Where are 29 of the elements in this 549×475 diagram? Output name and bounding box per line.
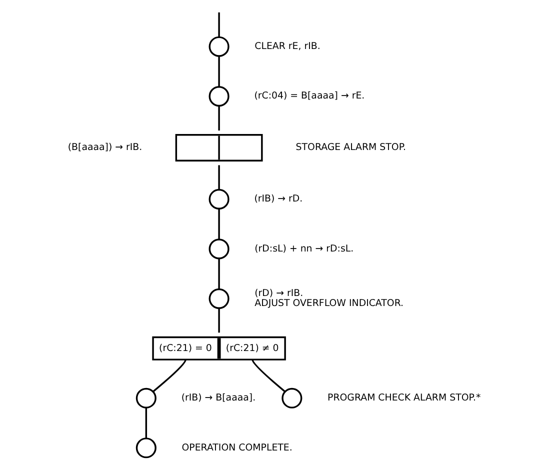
node-label: STORAGE ALARM STOP. [295, 142, 406, 154]
node-label: (rIB) → B[aaaa]. [180, 392, 256, 404]
node-label: (B[aaaa]) → rIB. [67, 142, 142, 154]
node-label: (rIB) → rD. [254, 194, 302, 205]
node-label: (rD:sL) + nn → rD:sL. [254, 243, 354, 254]
node-label: (rC:04) = B[aaaa] → rE. [254, 90, 364, 102]
node-circle [208, 238, 229, 260]
node-circle [135, 438, 156, 458]
connector [218, 258, 220, 289]
node-circle [135, 388, 156, 408]
node-label: OPERATION COMPLETE. [181, 442, 292, 454]
node-circle [208, 288, 229, 309]
connector [144, 408, 147, 438]
connector [251, 359, 286, 392]
connector [218, 165, 220, 190]
node-circle [208, 86, 229, 107]
connector [218, 308, 220, 333]
node-label: CLEAR rE, rIB. [254, 41, 320, 52]
node-label: ADJUST OVERFLOW INDICATOR. [254, 298, 404, 310]
node-label: PROGRAM CHECK ALARM STOP.* [327, 392, 480, 404]
connector [218, 12, 220, 38]
connector [218, 56, 220, 87]
node-circle [208, 36, 229, 57]
connector [218, 208, 220, 240]
connector [152, 359, 186, 392]
node-circle [208, 188, 229, 210]
connector [218, 106, 220, 131]
node-label: (rD) → rIB. [254, 288, 303, 299]
node-circle [281, 388, 302, 408]
